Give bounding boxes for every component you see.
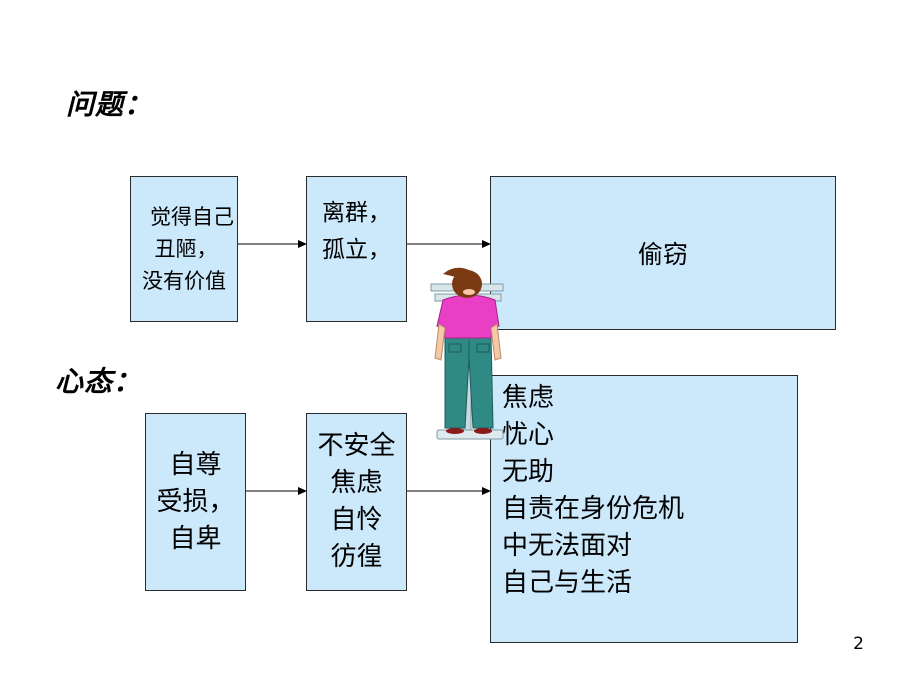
mindset-box-self-esteem-line-3: 自卑	[169, 523, 222, 554]
problem-box-self-image: 觉得自己 丑陋， 没有价值	[130, 176, 238, 322]
mindset-box-self-esteem: 自尊 受损， 自卑	[145, 413, 246, 591]
problem-box-self-image-line-3: 没有价值	[142, 269, 226, 293]
mindset-box-anxiety-line-1: 焦虑	[502, 383, 555, 413]
flow-arrow-mindset-2-to-3	[407, 487, 491, 495]
problem-box-stealing: 偷窃	[490, 176, 836, 330]
mindset-box-anxiety-line-3: 无助	[502, 457, 555, 487]
mindset-box-insecurity-line-1: 不安全	[317, 431, 396, 461]
woman-on-scale-clipart	[430, 267, 504, 440]
section-heading-problems: 问题：	[66, 88, 154, 121]
problem-box-isolation: 离群， 孤立，	[306, 176, 407, 322]
mindset-box-insecurity: 不安全 焦虑 自怜 彷徨	[306, 413, 407, 591]
problem-box-isolation-line-2: 孤立，	[322, 237, 391, 263]
problem-box-isolation-line-1: 离群，	[322, 200, 391, 226]
mindset-box-anxiety: 焦虑 忧心 无助 自责在身份危机 中无法面对 自己与生活	[490, 375, 798, 643]
mindset-box-insecurity-line-3: 自怜	[330, 505, 383, 535]
mindset-box-anxiety-line-4: 自责在身份危机	[502, 494, 685, 524]
mindset-box-anxiety-line-2: 忧心	[502, 420, 555, 450]
mindset-box-insecurity-line-2: 焦虑	[330, 468, 383, 498]
mindset-box-self-esteem-line-1: 自尊	[169, 449, 222, 480]
problem-box-self-image-line-1: 觉得自己	[150, 205, 234, 229]
page-number: 2	[853, 634, 864, 654]
problem-box-stealing-line-1: 偷窃	[637, 240, 688, 269]
mindset-box-self-esteem-line-2: 受损，	[156, 486, 235, 517]
flow-arrow-mindset-1-to-2	[246, 487, 307, 495]
problem-box-self-image-line-2: 丑陋，	[154, 237, 218, 261]
mindset-box-insecurity-line-4: 彷徨	[330, 542, 383, 572]
flow-arrow-problem-1-to-2	[238, 240, 307, 248]
section-heading-mindset: 心态：	[55, 365, 143, 398]
flow-arrow-problem-2-to-3	[407, 240, 491, 248]
mindset-box-anxiety-line-6: 自己与生活	[502, 568, 633, 598]
mindset-box-anxiety-line-5: 中无法面对	[502, 531, 633, 561]
